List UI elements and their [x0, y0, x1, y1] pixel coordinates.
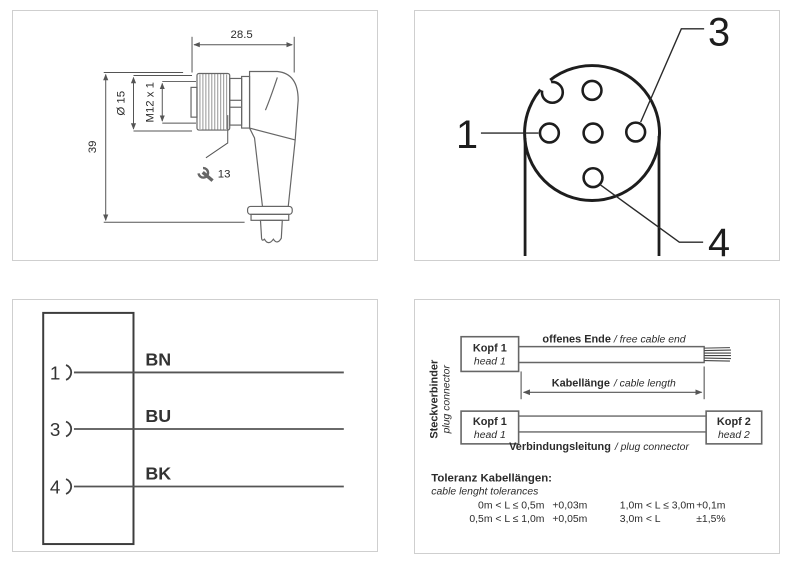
panel-cable-lengths: Steckverbinder plug connector Kopf 1 hea… — [414, 299, 780, 554]
tolerance-value: +0,05m — [552, 514, 587, 525]
tolerance-range: 1,0m < L ≤ 3,0m — [620, 500, 695, 511]
pin-number: 1 — [50, 362, 60, 383]
wrench-size-label: 13 — [218, 169, 231, 181]
socket-contact-icon — [65, 420, 73, 438]
pin-number: 4 — [50, 476, 60, 497]
connector-silhouette — [523, 135, 661, 257]
head1-label-de: Kopf 1 — [473, 416, 507, 428]
open-end-label-de: offenes Ende — [542, 334, 610, 346]
wiring-row: 3 BU — [50, 406, 344, 440]
thread-dimension-label: M12 x 1 — [144, 82, 156, 123]
tolerance-title-en: cable lenght tolerances — [431, 486, 538, 497]
tolerance-value: +0,03m — [552, 500, 587, 511]
tolerance-title-de: Toleranz Kabellängen: — [431, 473, 552, 485]
plug-connector-assembly: Kopf 1 head 1 Kopf 2 head 2 Verbindungsl… — [460, 410, 763, 453]
tolerance-range: 3,0m < L — [620, 514, 661, 525]
pin-4-label: 4 — [708, 221, 730, 260]
height-dimension-label: 39 — [87, 141, 99, 154]
pin-1 — [538, 122, 561, 144]
dimension-lines — [103, 36, 295, 223]
tolerance-range: 0,5m < L ≤ 1,0m — [469, 514, 544, 525]
panel-pinout: 1 3 4 — [414, 10, 780, 261]
width-dimension-label: 28.5 — [231, 29, 253, 41]
pin-number: 3 — [50, 419, 60, 440]
connector-side-view: 28.5 39 Ø 15 M12 x 1 13 — [87, 29, 299, 244]
cable-length-diagram: Steckverbinder plug connector Kopf 1 hea… — [428, 334, 763, 526]
head1-label-en: head 1 — [474, 356, 506, 367]
knurl-lines — [199, 73, 228, 131]
side-label-en: plug connector — [442, 365, 453, 435]
tolerance-value: ±1,5% — [696, 514, 725, 525]
open-end-label-en: / free cable end — [613, 335, 687, 346]
tolerance-table: Toleranz Kabellängen: cable lenght toler… — [431, 473, 725, 526]
socket-contact-icon — [65, 478, 73, 495]
wire-color-label: BN — [145, 349, 171, 369]
wire-color-label: BU — [145, 406, 171, 426]
open-end-assembly: Kopf 1 head 1 offenes Ende / free cable … — [460, 334, 731, 373]
head1-label-en: head 1 — [474, 430, 506, 441]
keyway-notch — [537, 76, 565, 105]
head2-label-en: head 2 — [718, 430, 750, 441]
panel-wiring: 1 BN 3 BU 4 BK — [12, 299, 378, 552]
wiring-row: 1 BN — [50, 349, 344, 383]
connection-label-en: / plug connector — [614, 442, 690, 453]
head2-label-de: Kopf 2 — [717, 416, 751, 428]
side-label-de: Steckverbinder — [428, 359, 440, 439]
cable-length-dimension: Kabellänge / cable length — [520, 366, 705, 400]
pin-face-diagram: 1 3 4 — [456, 11, 730, 260]
head2-box — [705, 410, 763, 445]
wiring-diagram: 1 BN 3 BU 4 BK — [42, 311, 344, 546]
head1-label-de: Kopf 1 — [473, 343, 507, 355]
head1-box — [460, 410, 520, 445]
wrench-icon — [197, 166, 214, 182]
diameter-dimension-label: Ø 15 — [116, 91, 128, 116]
wiring-row: 4 BK — [50, 464, 344, 497]
pin-4 — [582, 166, 604, 189]
cable-outline — [518, 345, 705, 364]
cable-length-label-de: Kabellänge — [552, 377, 610, 389]
stripped-wire-strands — [704, 347, 731, 362]
pin-leader-lines — [480, 28, 705, 243]
connection-label-de: Verbindungsleitung — [509, 441, 611, 453]
head1-box — [460, 335, 520, 373]
pin-top — [581, 79, 603, 102]
connector-body-art — [190, 70, 299, 244]
pin-3 — [624, 121, 647, 143]
panel-connector-drawing: 28.5 39 Ø 15 M12 x 1 13 — [12, 10, 378, 261]
tolerance-value: +0,1m — [696, 500, 725, 511]
pin-holes — [538, 79, 647, 189]
pin-3-label: 3 — [708, 11, 730, 55]
pin-1-label: 1 — [456, 113, 478, 157]
cable-length-label-en: / cable length — [613, 378, 676, 389]
socket-contact-icon — [65, 364, 73, 381]
wire-color-label: BK — [145, 464, 171, 484]
tolerance-range: 0m < L ≤ 0,5m — [478, 500, 544, 511]
pin-center — [582, 122, 604, 144]
